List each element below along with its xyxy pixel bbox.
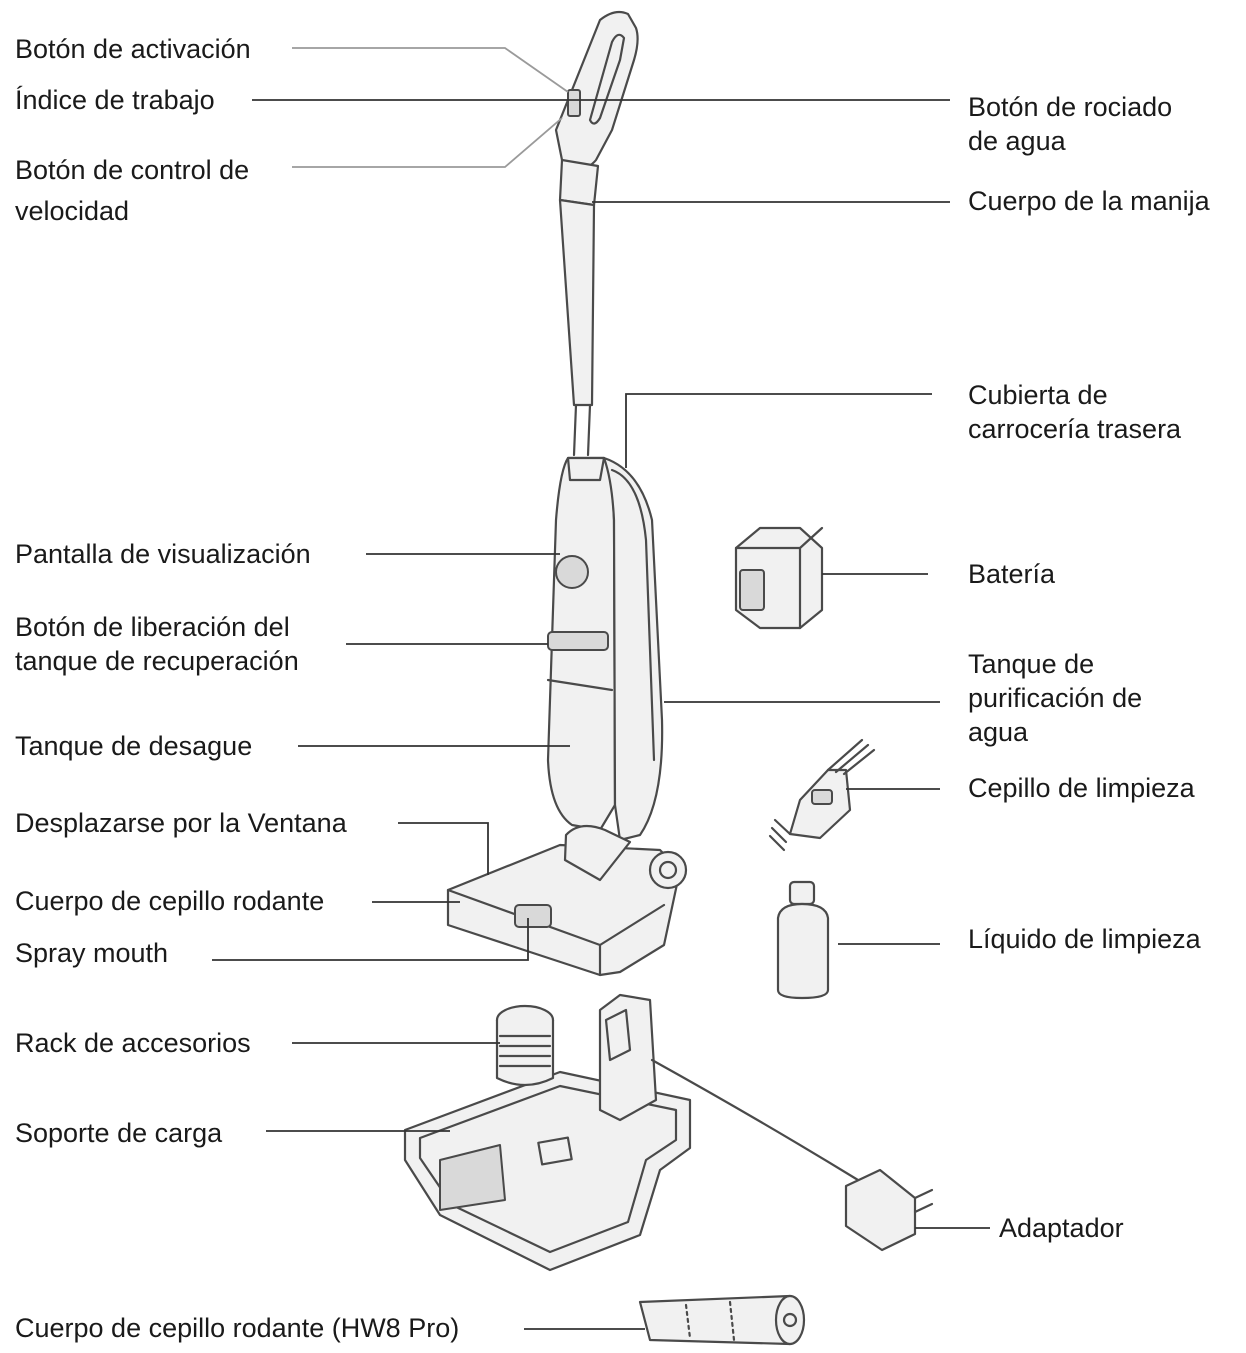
label-water-spray-line2: de agua — [968, 126, 1066, 156]
vacuum-main-body — [546, 456, 664, 842]
label-roller-brush-hw8: Cuerpo de cepillo rodante (HW8 Pro) — [15, 1313, 460, 1343]
label-activation-button: Botón de activación — [15, 34, 251, 64]
label-cleaning-liquid: Líquido de limpieza — [968, 924, 1201, 954]
label-clean-water-tank-line1: Tanque de — [968, 649, 1095, 679]
spare-roller-brush — [638, 1294, 806, 1346]
label-recovery-tank-release-line1: Botón de liberación del — [15, 612, 290, 642]
label-recovery-tank-release-line2: tanque de recuperación — [15, 646, 299, 676]
label-clean-water-tank-line2: purificación de — [968, 683, 1143, 713]
label-recovery-tank-release-button: Botón de liberación del tanque de recupe… — [15, 610, 299, 678]
label-cleaning-brush: Cepillo de limpieza — [968, 773, 1195, 803]
accessory-rack-holder — [495, 1004, 555, 1087]
label-clean-water-tank: Tanque de purificación de agua — [968, 647, 1142, 749]
label-handle-body: Cuerpo de la manija — [968, 186, 1210, 216]
label-rear-body-cover: Cubierta de carrocería trasera — [968, 378, 1181, 446]
label-rear-body-cover-line2: carrocería trasera — [968, 414, 1182, 444]
label-scroll-window: Desplazarse por la Ventana — [15, 808, 347, 838]
leader-lines — [212, 47, 990, 1330]
cleaning-brush-tool — [768, 738, 876, 852]
handle-tube — [558, 158, 600, 457]
label-water-spray-line1: Botón de rociado — [968, 92, 1173, 122]
charging-base-unit — [403, 993, 692, 1272]
label-drain-tank: Tanque de desague — [15, 731, 253, 761]
label-battery: Batería — [968, 559, 1056, 589]
cleaning-liquid-bottle — [776, 880, 830, 1000]
label-speed-control-button: Botón de control de velocidad — [15, 155, 250, 226]
handle-grip — [554, 10, 639, 170]
label-accessory-rack: Rack de accesorios — [15, 1028, 251, 1058]
label-charging-base: Soporte de carga — [15, 1118, 223, 1148]
floor-head — [446, 824, 688, 977]
label-display-screen: Pantalla de visualización — [15, 539, 311, 569]
label-rear-body-cover-line1: Cubierta de — [968, 380, 1108, 410]
label-spray-mouth: Spray mouth — [15, 938, 169, 968]
label-water-spray-button: Botón de rociado de agua — [968, 90, 1172, 158]
adapter-unit — [650, 1058, 934, 1252]
label-clean-water-tank-line3: agua — [968, 717, 1029, 747]
battery-pack — [734, 526, 824, 630]
label-adapter: Adaptador — [999, 1213, 1124, 1243]
label-work-index: Índice de trabajo — [15, 85, 215, 115]
label-roller-brush-body: Cuerpo de cepillo rodante — [15, 886, 325, 916]
